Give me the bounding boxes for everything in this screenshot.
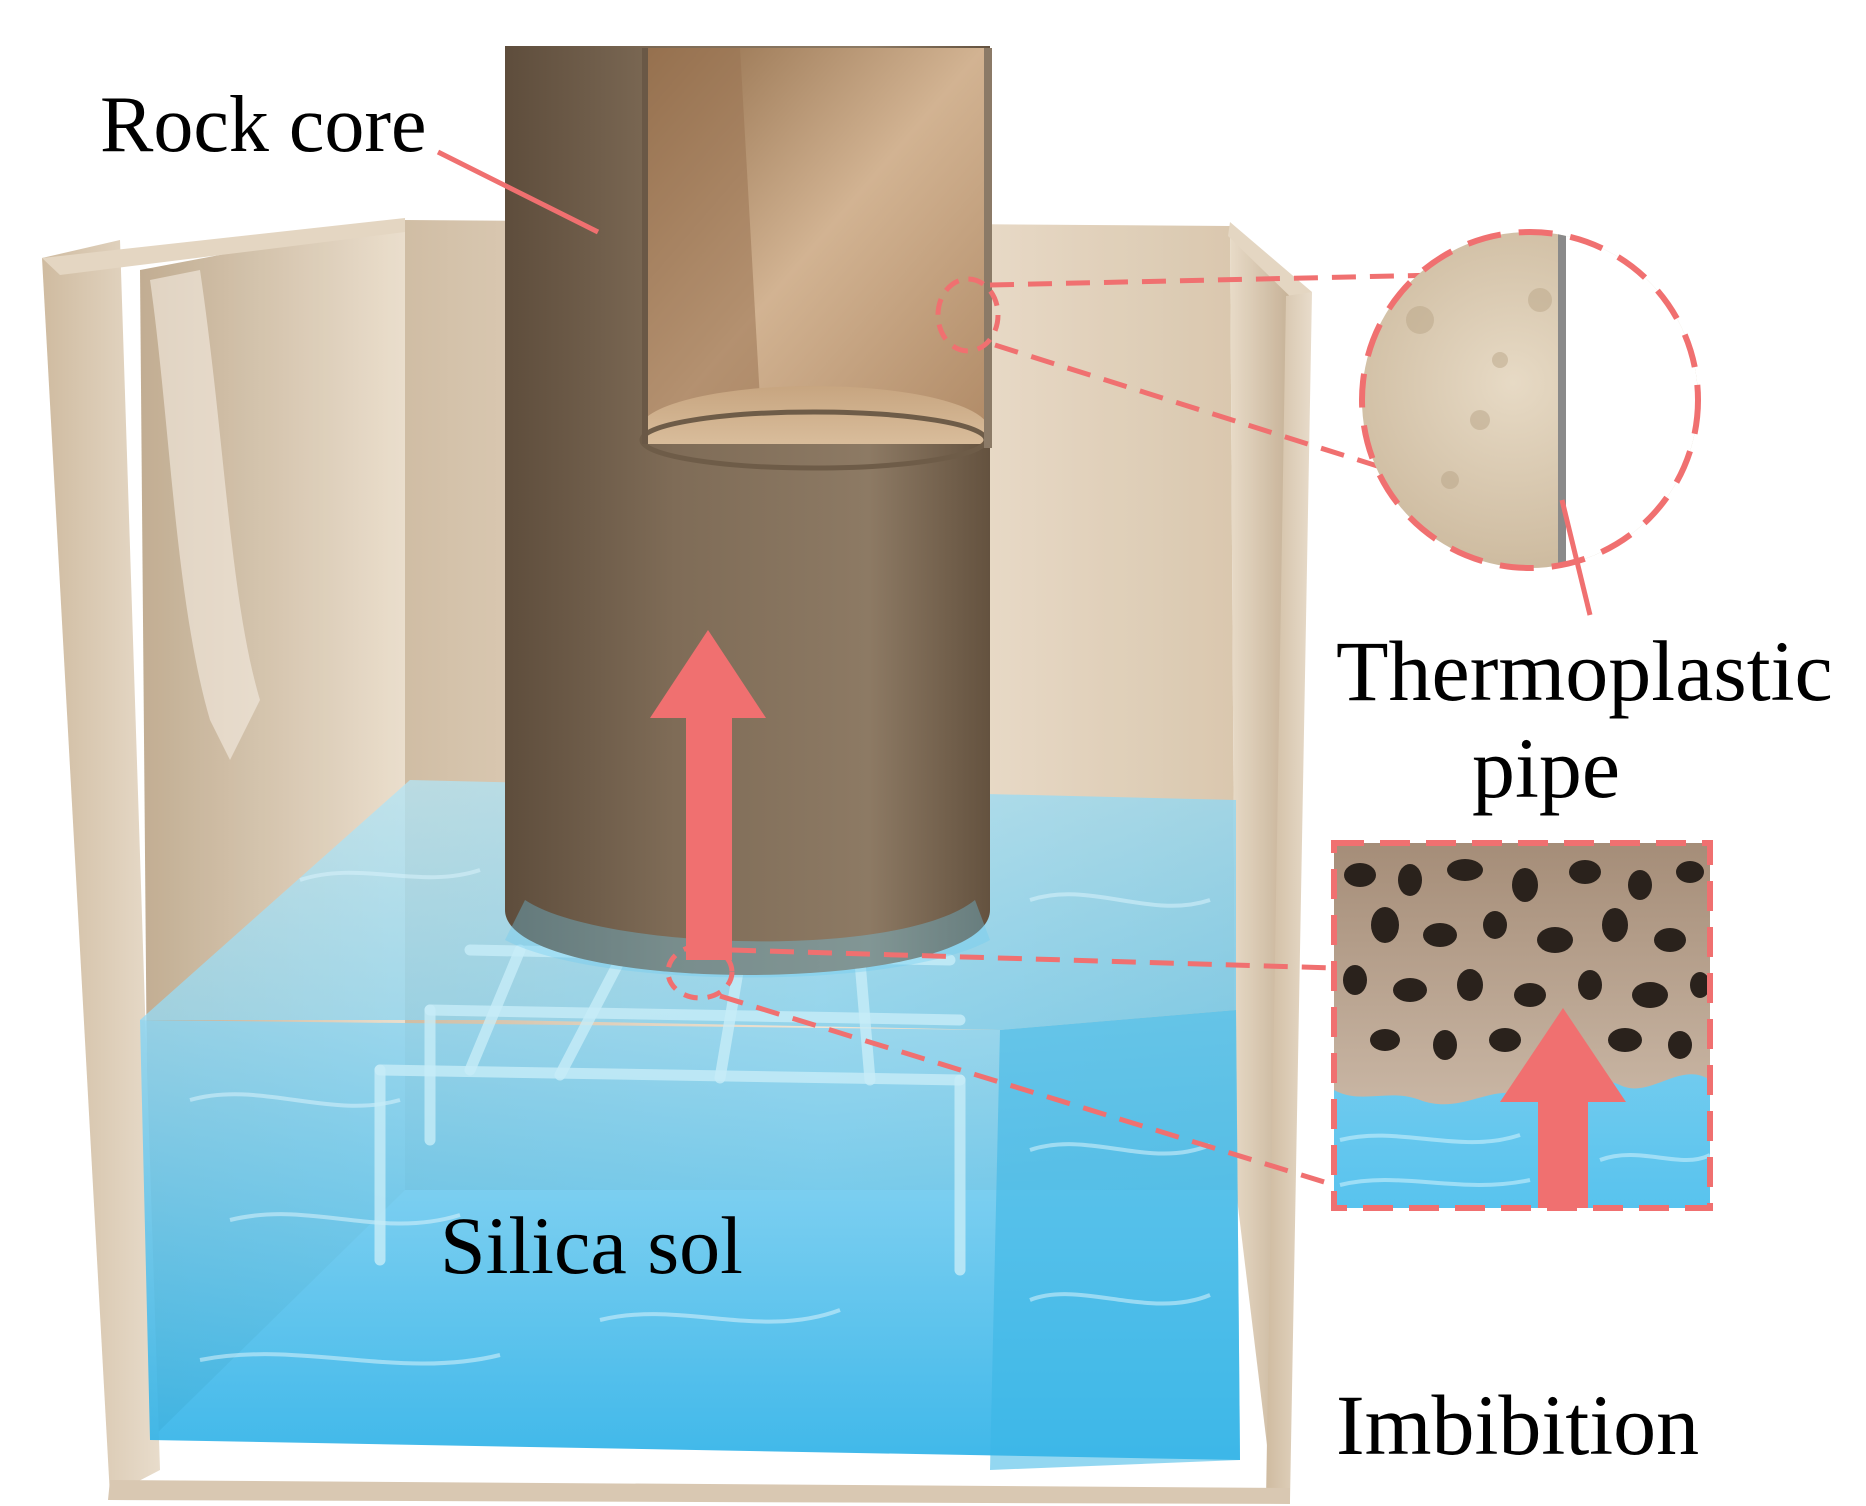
pipe-zoom-circle xyxy=(1359,229,1701,571)
silica-sol-ripples xyxy=(189,868,1211,1366)
rock-core-cutaway xyxy=(644,48,984,444)
thermoplastic-pointer xyxy=(1559,499,1593,616)
imbibition-label: Imbibition xyxy=(1336,1377,1700,1473)
pipe-zoom-source-marker xyxy=(935,276,1001,354)
silica-sol-label: Silica sol xyxy=(440,1200,743,1291)
container-frame-bottom xyxy=(108,1480,1290,1504)
thermoplastic-pipe-edge xyxy=(984,48,992,448)
pipe-label: pipe xyxy=(1472,720,1621,816)
silica-sol-side xyxy=(990,1010,1240,1470)
pore-zoom-source-marker xyxy=(665,943,735,1001)
rock-core-wet-base xyxy=(505,900,990,978)
rock-core-pointer xyxy=(436,149,600,235)
container-frame-top-right xyxy=(1228,222,1312,306)
rock-core xyxy=(505,46,992,978)
rock-core-label: Rock core xyxy=(100,81,427,169)
container-frame-left xyxy=(42,240,160,1496)
thermoplastic-label: Thermoplastic xyxy=(1336,623,1833,719)
container-frame-right xyxy=(1266,292,1312,1500)
pore-zoom-frame xyxy=(1331,840,1713,1211)
imbibition-arrow-zoom xyxy=(1500,1008,1626,1208)
wall-stain xyxy=(150,270,260,760)
rock-core-cut-wall xyxy=(642,48,648,444)
pore-zoom xyxy=(665,840,1713,1211)
imbibition-arrow-main xyxy=(650,630,766,960)
container-frame-top xyxy=(42,218,405,275)
